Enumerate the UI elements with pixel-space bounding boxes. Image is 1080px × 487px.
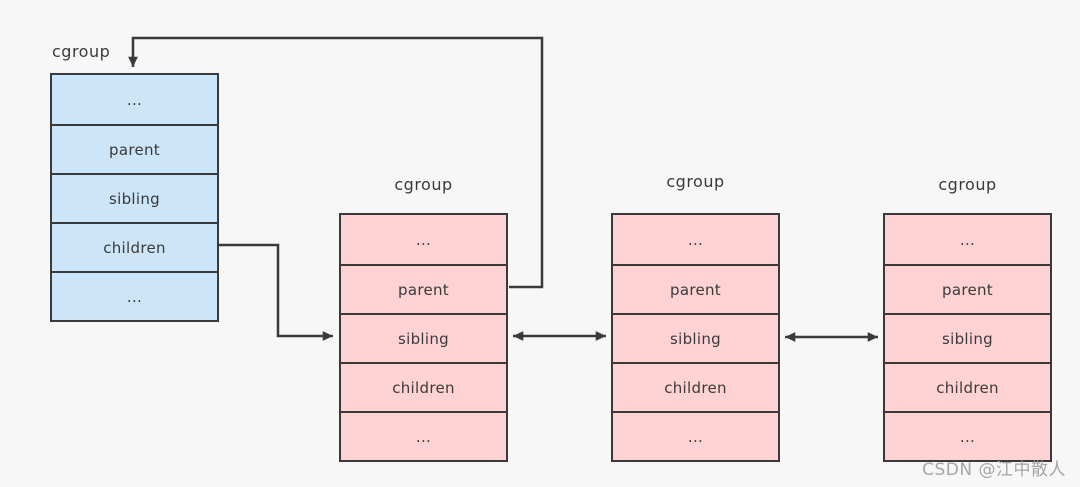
field-row-parent: parent — [885, 264, 1050, 313]
csdn-watermark: CSDN @江中散人 — [922, 460, 1066, 480]
root-struct-title: cgroup — [52, 42, 111, 61]
field-row-parent: parent — [52, 124, 217, 173]
field-row-children: children — [341, 362, 506, 411]
children-to-child1-arrow — [219, 243, 333, 341]
child1-cgroup-struct: ... parent sibling children ... — [339, 213, 508, 462]
field-row-children: children — [613, 362, 778, 411]
field-row-parent: parent — [613, 264, 778, 313]
field-row-children: children — [52, 222, 217, 271]
field-row-ellipsis: ... — [126, 90, 143, 109]
field-row-ellipsis: ... — [687, 230, 704, 249]
root-cgroup-struct: ... parent sibling children ... — [50, 73, 219, 322]
field-row-ellipsis: ... — [885, 411, 1050, 460]
child2-cgroup-struct: ... parent sibling children ... — [611, 213, 780, 462]
field-row-children: children — [885, 362, 1050, 411]
field-row-sibling: sibling — [613, 313, 778, 362]
child3-struct-title: cgroup — [938, 175, 997, 194]
field-row-ellipsis: ... — [341, 411, 506, 460]
field-row-ellipsis: ... — [52, 271, 217, 320]
field-row-parent: parent — [341, 264, 506, 313]
child1-struct-title: cgroup — [394, 175, 453, 194]
child3-cgroup-struct: ... parent sibling children ... — [883, 213, 1052, 462]
field-row-ellipsis: ... — [613, 411, 778, 460]
field-row-sibling: sibling — [341, 313, 506, 362]
field-row-ellipsis: ... — [959, 230, 976, 249]
child2-struct-title: cgroup — [666, 172, 725, 191]
field-row-sibling: sibling — [52, 173, 217, 222]
field-row-ellipsis: ... — [415, 230, 432, 249]
field-row-sibling: sibling — [885, 313, 1050, 362]
